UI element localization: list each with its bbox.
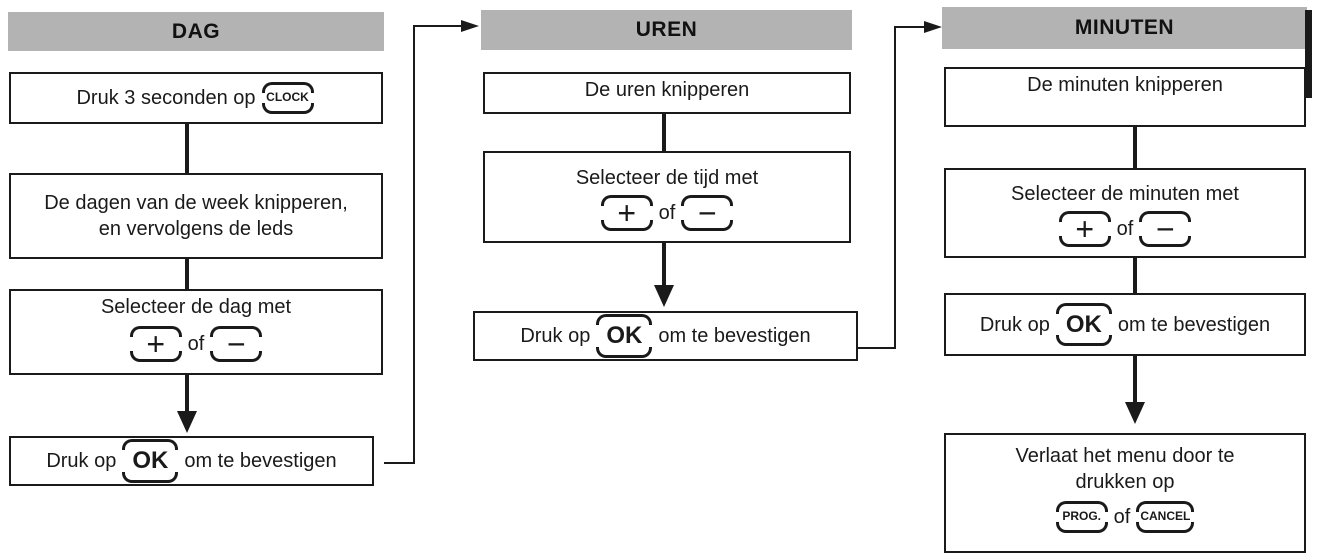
dag-step-confirm: Druk op OK om te bevestigen	[9, 436, 374, 486]
connector-line	[185, 375, 189, 417]
cancel-key-icon: CANCEL	[1134, 501, 1196, 533]
right-arrow-icon	[924, 21, 942, 33]
header-minuten: MINUTEN	[942, 7, 1307, 49]
uren-step3-after: om te bevestigen	[658, 325, 811, 347]
minus-key-icon: −	[1137, 211, 1193, 247]
dag-step2-line2: en vervolgens de leds	[98, 218, 294, 240]
or-label: of	[187, 333, 205, 355]
ok-key-icon: OK	[594, 314, 654, 358]
connector-line	[662, 114, 666, 151]
connector-line	[413, 25, 415, 464]
dag-step-press-clock: Druk 3 seconden op CLOCK	[9, 72, 383, 124]
page-edge-marker	[1305, 10, 1312, 98]
uren-step1-text: De uren knipperen	[584, 79, 750, 101]
connector-line	[858, 347, 895, 349]
down-arrow-icon	[177, 411, 197, 433]
plus-key-icon: +	[1057, 211, 1113, 247]
dag-step-days-blink: De dagen van de week knipperen, en vervo…	[9, 173, 383, 259]
minuten-step3-after: om te bevestigen	[1117, 313, 1271, 336]
dag-step4-before: Druk op	[46, 450, 117, 472]
connector-line	[185, 124, 189, 173]
plus-key-icon: +	[128, 326, 184, 362]
dag-step4-after: om te bevestigen	[184, 450, 337, 472]
header-dag-label: DAG	[171, 19, 221, 43]
minuten-step1-text: De minuten knipperen	[1027, 74, 1223, 96]
connector-line	[1133, 127, 1137, 168]
uren-step3-before: Druk op	[520, 325, 591, 347]
connector-line	[894, 26, 896, 349]
down-arrow-icon	[1125, 402, 1145, 424]
uren-step-select-time: Selecteer de tijd met + of −	[483, 151, 851, 243]
uren-step-confirm: Druk op OK om te bevestigen	[473, 311, 858, 361]
down-arrow-icon	[654, 285, 674, 307]
minuten-step4-line2: drukken op	[1075, 471, 1175, 493]
minuten-step-confirm: Druk op OK om te bevestigen	[944, 293, 1306, 356]
minuten-step2-line1: Selecteer de minuten met	[1011, 183, 1239, 205]
minuten-step4-line1: Verlaat het menu door te	[1015, 445, 1235, 467]
header-uren-label: UREN	[635, 18, 698, 41]
connector-line	[413, 25, 463, 27]
connector-line	[1133, 356, 1137, 406]
connector-line	[894, 26, 926, 28]
minus-key-icon: −	[208, 326, 264, 362]
header-dag: DAG	[8, 12, 384, 51]
or-label: of	[1113, 505, 1131, 528]
dag-step2-line1: De dagen van de week knipperen,	[44, 192, 348, 214]
minuten-step-minutes-blink: De minuten knipperen	[944, 67, 1306, 127]
ok-key-icon: OK	[120, 439, 180, 483]
uren-step2-line1: Selecteer de tijd met	[575, 167, 759, 189]
header-minuten-label: MINUTEN	[1074, 16, 1175, 39]
dag-step3-line1: Selecteer de dag met	[100, 296, 292, 318]
or-label: of	[658, 202, 676, 224]
minuten-step-select-minutes: Selecteer de minuten met + of −	[944, 168, 1306, 258]
minuten-step-exit-menu: Verlaat het menu door te drukken op PROG…	[944, 433, 1306, 553]
connector-line	[185, 259, 189, 289]
uren-step-hours-blink: De uren knipperen	[483, 72, 851, 114]
header-uren: UREN	[481, 10, 852, 50]
or-label: of	[1116, 218, 1134, 240]
prog-key-icon: PROG.	[1054, 501, 1110, 533]
dag-step1-text: Druk 3 seconden op	[76, 87, 256, 109]
connector-line	[662, 243, 666, 288]
dag-step-select-day: Selecteer de dag met + of −	[9, 289, 383, 375]
connector-line	[384, 462, 414, 464]
minus-key-icon: −	[679, 195, 735, 231]
connector-line	[1133, 258, 1137, 293]
minuten-step3-before: Druk op	[979, 313, 1050, 336]
right-arrow-icon	[461, 20, 479, 32]
plus-key-icon: +	[599, 195, 655, 231]
ok-key-icon: OK	[1054, 302, 1114, 347]
clock-key-icon: CLOCK	[260, 82, 316, 114]
